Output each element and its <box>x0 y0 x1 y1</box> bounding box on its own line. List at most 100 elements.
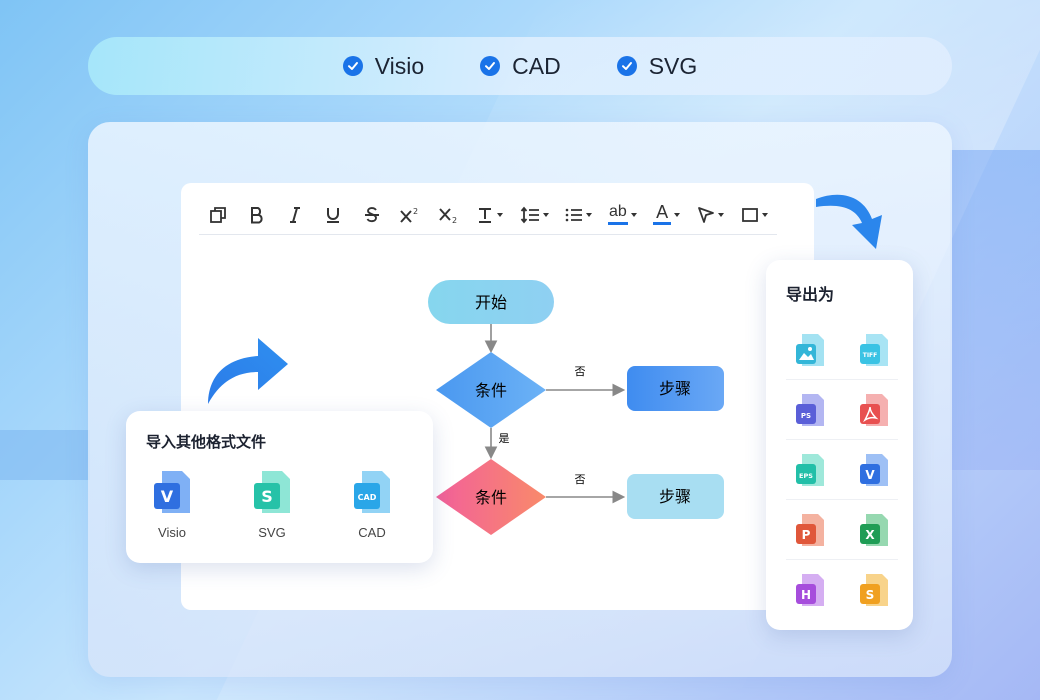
line-spacing-icon <box>520 206 539 223</box>
subscript-icon: 2 <box>438 207 457 224</box>
cad-file-icon: CAD <box>354 471 390 513</box>
excel-file-icon[interactable]: X <box>858 512 890 548</box>
export-row: TIFF <box>786 320 898 380</box>
background-block-right <box>950 150 1040 470</box>
step-node-2-label: 步骤 <box>659 487 691 506</box>
pdf-file-icon[interactable] <box>858 392 890 428</box>
format-label: SVG <box>648 52 698 79</box>
condition-node-1[interactable] <box>436 352 546 428</box>
highlight-icon: ab <box>607 204 628 225</box>
ps-file-icon[interactable]: PS <box>794 392 826 428</box>
format-label: CAD <box>512 52 561 79</box>
edge-label-no-1: 否 <box>575 365 586 378</box>
italic-button[interactable] <box>276 198 314 232</box>
pointer-button[interactable] <box>689 198 733 232</box>
import-card: 导入其他格式文件 V Visio S SVG CAD CAD <box>126 411 433 563</box>
format-svg: SVG <box>616 52 698 80</box>
tiff-file-icon[interactable]: TIFF <box>858 332 890 368</box>
import-cad[interactable]: CAD CAD <box>342 469 402 540</box>
import-svg[interactable]: S SVG <box>242 469 302 540</box>
step-node-1-label: 步骤 <box>659 379 691 398</box>
import-arrow-icon <box>208 338 288 404</box>
supported-formats-bar: Visio CAD SVG <box>88 37 952 95</box>
text-style-icon <box>479 207 492 223</box>
background-block <box>0 430 90 480</box>
svg-text:TIFF: TIFF <box>863 352 878 359</box>
chevron-down-icon <box>762 212 769 217</box>
export-row: PS <box>786 380 898 440</box>
svg-text:V: V <box>865 468 875 482</box>
underline-icon <box>327 207 340 223</box>
svg-text:S: S <box>261 487 273 506</box>
export-format-grid: TIFF PS EPS V P X H S <box>786 320 898 620</box>
step-node-2[interactable] <box>627 474 724 519</box>
condition-node-1-label: 条件 <box>475 381 507 400</box>
export-card: 导出为 TIFF PS EPS V P X H S <box>766 260 913 630</box>
font-color-button[interactable]: A <box>645 198 689 232</box>
import-label: CAD <box>358 525 386 540</box>
edge-label-yes: 是 <box>499 432 510 445</box>
chevron-down-icon <box>630 212 637 217</box>
format-toolbar: 2 2 ab A <box>199 195 777 235</box>
eps-file-icon[interactable]: EPS <box>794 452 826 488</box>
chevron-down-icon <box>718 212 725 217</box>
svg-text:P: P <box>802 528 811 542</box>
image-file-icon[interactable] <box>794 332 826 368</box>
visio-file-icon[interactable]: V <box>858 452 890 488</box>
svg-file-icon[interactable]: S <box>858 572 890 608</box>
format-cad: CAD <box>480 53 561 80</box>
superscript-icon: 2 <box>400 207 418 223</box>
strikethrough-button[interactable] <box>353 198 391 232</box>
chevron-down-icon <box>542 212 549 217</box>
check-icon <box>480 56 501 76</box>
svg-text:CAD: CAD <box>358 493 377 502</box>
pointer-icon <box>698 206 715 223</box>
shape-icon <box>742 207 759 222</box>
underline-button[interactable] <box>314 198 352 232</box>
list-icon <box>565 208 582 221</box>
condition-node-2-label: 条件 <box>475 488 507 507</box>
copy-format-button[interactable] <box>199 198 237 232</box>
check-icon <box>616 56 637 76</box>
import-visio[interactable]: V Visio <box>142 469 202 540</box>
step-node-1[interactable] <box>627 366 724 411</box>
condition-node-2[interactable] <box>436 459 546 535</box>
shape-button[interactable] <box>733 198 777 232</box>
svg-text:H: H <box>801 588 811 602</box>
format-label: Visio <box>374 52 425 79</box>
ppt-file-icon[interactable]: P <box>794 512 826 548</box>
export-row: EPS V <box>786 440 898 500</box>
export-row: P X <box>786 500 898 560</box>
subscript-button[interactable]: 2 <box>429 198 467 232</box>
import-label: SVG <box>258 525 286 540</box>
start-node-label: 开始 <box>475 293 507 312</box>
check-icon <box>342 56 363 76</box>
html-file-icon[interactable]: H <box>794 572 826 608</box>
import-title: 导入其他格式文件 <box>146 433 267 451</box>
visio-file-icon: V <box>154 471 190 513</box>
bold-button[interactable] <box>237 198 275 232</box>
svg-text:V: V <box>161 487 174 506</box>
start-node[interactable] <box>428 280 554 324</box>
font-color-icon: A <box>653 203 672 225</box>
svg-text:2: 2 <box>413 207 418 216</box>
export-title: 导出为 <box>786 285 835 304</box>
chevron-down-icon <box>497 212 504 217</box>
list-button[interactable] <box>556 198 600 232</box>
line-spacing-button[interactable] <box>512 198 556 232</box>
export-row: H S <box>786 560 898 620</box>
superscript-button[interactable]: 2 <box>391 198 429 232</box>
svg-text:EPS: EPS <box>799 472 813 480</box>
svg-text:X: X <box>865 528 875 542</box>
text-style-button[interactable] <box>468 198 512 232</box>
format-visio: Visio <box>342 52 425 80</box>
edge-label-no-2: 否 <box>575 473 586 486</box>
highlight-button[interactable]: ab <box>600 198 644 232</box>
svg-file-icon: S <box>254 471 290 513</box>
import-label: Visio <box>158 525 186 540</box>
export-arrow-icon <box>816 194 882 249</box>
chevron-down-icon <box>674 212 681 217</box>
bold-icon <box>250 206 263 223</box>
strikethrough-icon <box>364 206 379 222</box>
